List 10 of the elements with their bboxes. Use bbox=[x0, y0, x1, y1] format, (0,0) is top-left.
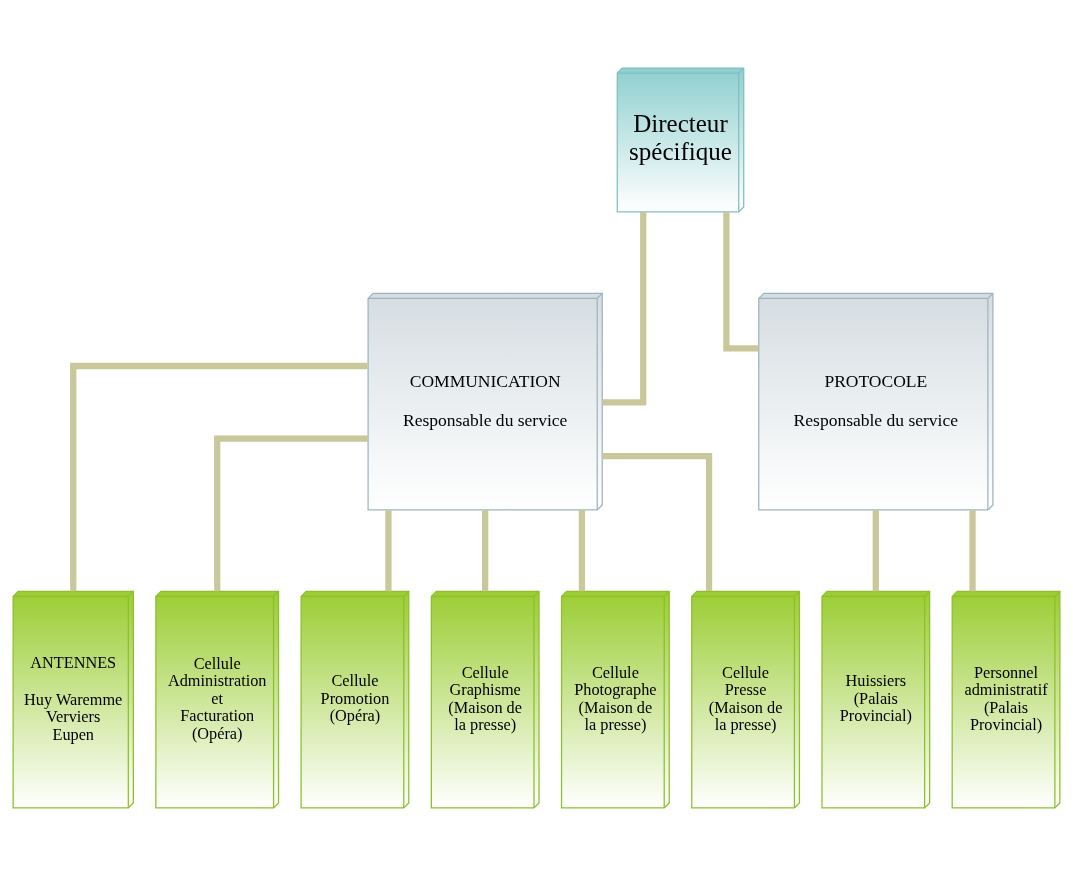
connector bbox=[482, 510, 489, 592]
connector bbox=[385, 510, 392, 592]
connector bbox=[872, 510, 879, 592]
connector bbox=[723, 212, 759, 352]
connector bbox=[214, 435, 369, 592]
connector bbox=[578, 510, 585, 592]
connector bbox=[602, 212, 647, 406]
connector bbox=[602, 453, 713, 592]
connector bbox=[969, 510, 976, 592]
connector bbox=[70, 362, 368, 592]
